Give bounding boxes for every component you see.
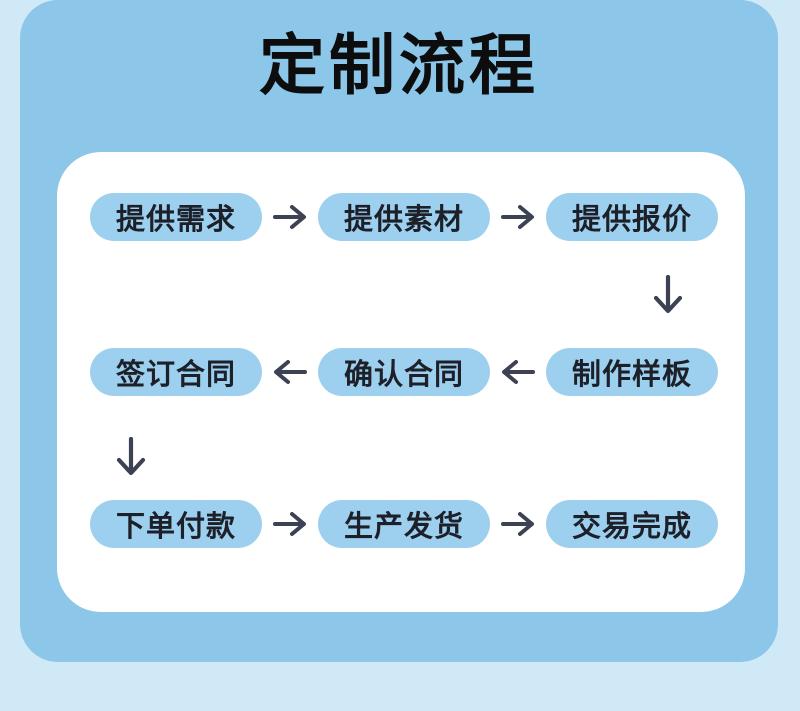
step-label: 签订合同 bbox=[115, 357, 236, 391]
step-pill-make-sample: 制作样板 bbox=[546, 348, 718, 396]
arrow-right-icon bbox=[262, 500, 318, 548]
step-pill-provide-quote: 提供报价 bbox=[546, 193, 718, 241]
page-title: 定制流程 bbox=[259, 27, 539, 104]
step-label: 生产发货 bbox=[343, 509, 464, 543]
step-pill-transaction-complete: 交易完成 bbox=[546, 500, 718, 548]
step-pill-produce-ship: 生产发货 bbox=[318, 500, 490, 548]
step-pill-place-order-pay: 下单付款 bbox=[90, 500, 262, 548]
arrow-right-icon bbox=[490, 193, 546, 241]
step-pill-provide-requirements: 提供需求 bbox=[90, 193, 262, 241]
step-label: 提供素材 bbox=[343, 202, 464, 236]
blue-panel: 定制流程 提供需求 提供素材 提供报价 bbox=[20, 0, 778, 662]
arrow-right-icon bbox=[490, 500, 546, 548]
step-label: 制作样板 bbox=[571, 357, 692, 391]
flow-row-2: 签订合同 确认合同 制作样板 bbox=[90, 348, 718, 396]
flow-row-1: 提供需求 提供素材 提供报价 bbox=[90, 193, 718, 241]
arrow-left-icon bbox=[262, 348, 318, 396]
flow-row-3: 下单付款 生产发货 交易完成 bbox=[90, 500, 718, 548]
flow-card: 提供需求 提供素材 提供报价 bbox=[57, 152, 745, 612]
step-label: 交易完成 bbox=[571, 509, 692, 543]
step-label: 确认合同 bbox=[343, 357, 464, 391]
arrow-down-icon bbox=[651, 274, 685, 314]
arrow-left-icon bbox=[490, 348, 546, 396]
step-pill-provide-materials: 提供素材 bbox=[318, 193, 490, 241]
step-label: 提供需求 bbox=[115, 202, 236, 236]
arrow-down-icon bbox=[114, 436, 148, 476]
step-pill-confirm-contract: 确认合同 bbox=[318, 348, 490, 396]
step-pill-sign-contract: 签订合同 bbox=[90, 348, 262, 396]
step-label: 提供报价 bbox=[571, 202, 692, 236]
arrow-right-icon bbox=[262, 193, 318, 241]
step-label: 下单付款 bbox=[115, 509, 236, 543]
